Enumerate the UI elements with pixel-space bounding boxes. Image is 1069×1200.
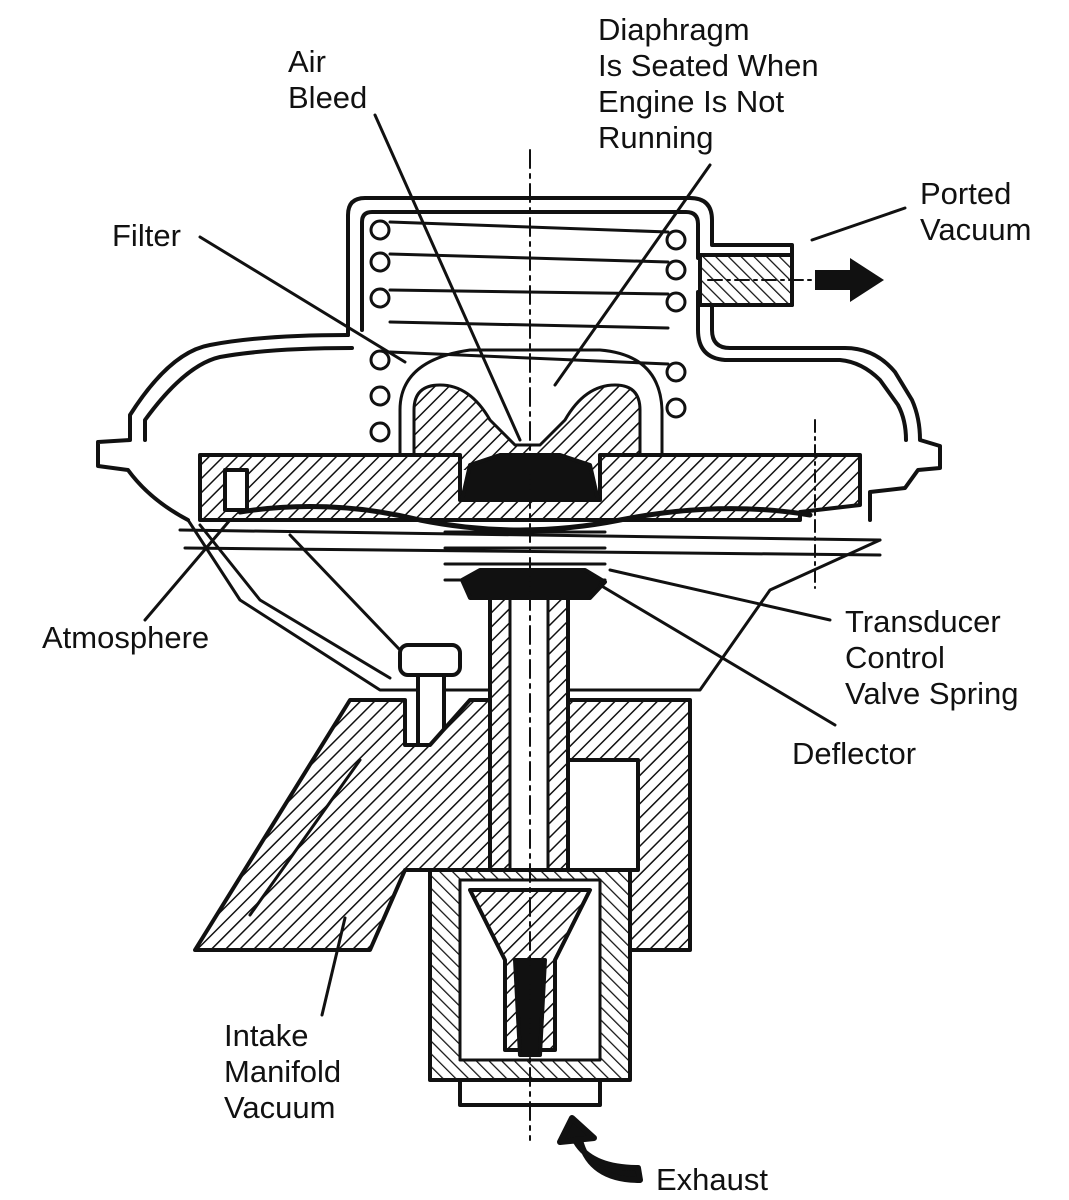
lower-housing-shell [96, 333, 350, 522]
center-boss [460, 453, 600, 502]
leader-lines [143, 113, 907, 1017]
label-atmosphere: Atmosphere [42, 620, 210, 655]
lower-housing-shell-inner [143, 346, 354, 442]
filter-bell [398, 348, 664, 472]
diaphragm-dome [412, 383, 642, 472]
exhaust-arrow [557, 1115, 643, 1183]
diaphragm-membrane [237, 504, 813, 533]
deflector-cap [460, 568, 607, 600]
upper-housing-inner [360, 210, 908, 442]
label-deflector: Deflector [792, 736, 917, 771]
label-ported-vacuum: Ported Vacuum [920, 176, 1032, 247]
label-intake-manifold-vacuum: Intake Manifold Vacuum [224, 1018, 342, 1125]
label-filter: Filter [112, 218, 181, 253]
diaphragm-plate [198, 453, 862, 522]
label-air-bleed: Air Bleed [288, 44, 368, 115]
label-diaphragm: Diaphragm Is Seated When Engine Is Not R… [598, 12, 819, 155]
upper-housing [346, 196, 942, 522]
mounting-screw [398, 643, 462, 677]
ported-vacuum-arrow [815, 258, 884, 302]
label-transducer-spring: Transducer Control Valve Spring [845, 604, 1019, 711]
label-exhaust: Exhaust [656, 1162, 769, 1197]
atmosphere-port [223, 468, 249, 512]
